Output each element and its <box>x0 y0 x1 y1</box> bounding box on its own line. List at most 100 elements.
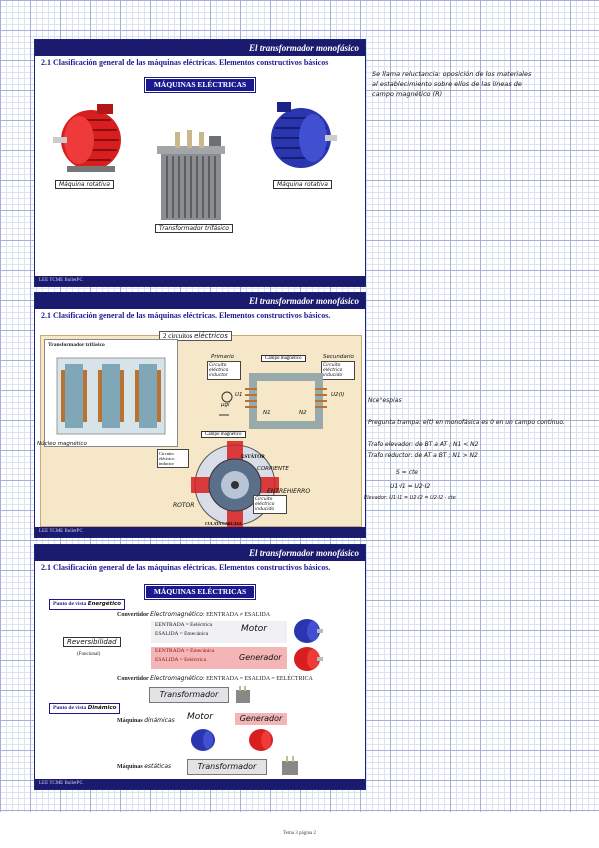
label-maquina-rotativa-right: Máquina rotativa <box>273 180 332 189</box>
punto-dinamico-printed: Punto de vista <box>53 705 87 711</box>
motor-label: Motor <box>241 624 268 634</box>
generador-label: Generador <box>239 653 282 662</box>
circuits-label: 2 circuitos eléctricos <box>159 331 232 341</box>
motor-panel <box>151 621 287 643</box>
punto-de-vista-dinamico: Punto de vista Dinámico <box>49 703 121 714</box>
slide-header: El transformador monofásico <box>35 545 365 561</box>
motor-cross-section <box>191 441 279 529</box>
slide-header: El transformador monofásico <box>35 40 365 56</box>
slide-footer: LEE TCME BulletPC <box>35 527 365 537</box>
red-motor-image <box>53 104 121 172</box>
primario-label: Primario <box>211 354 234 360</box>
trifasico-drawing: Transformador trifásico <box>44 339 178 447</box>
slide-2: El transformador monofásico 2.1 Clasific… <box>34 292 366 538</box>
note-elevador-eq: Elevador: U1·I1 = U2·I2 = U2·I2 · cte <box>364 495 456 501</box>
maquinas-1-printed: Máquinas <box>117 718 143 724</box>
slide-header-title: El transformador monofásico <box>248 548 359 558</box>
convertidor-1-printed: Convertidor <box>117 612 149 618</box>
blue-motor-icon-2 <box>191 729 215 751</box>
single-phase-core-diagram <box>219 373 327 429</box>
generador-label-2: Generador <box>235 713 287 725</box>
gen-eq-salida: ESALIDA = Eeléctrica <box>155 657 207 663</box>
u1-label: U1 <box>235 392 243 398</box>
nucleo-magnetico-note: Núcleo magnético <box>37 441 87 447</box>
maquinas-2-printed: Máquinas <box>117 764 143 770</box>
u2-label: U2(I) <box>331 392 345 398</box>
circuits-printed: 2 circuitos <box>163 332 193 340</box>
slide-footer-text: LEE TCME BulletPC <box>39 781 83 786</box>
blue-motor-image <box>271 102 337 168</box>
transformer-icon <box>236 686 250 703</box>
maquinas-estaticas-line: Máquinas estáticas <box>117 763 171 771</box>
n2-label: N2 <box>299 410 307 416</box>
trafo-drawing-title: Transformador trifásico <box>48 342 105 348</box>
generador-panel <box>151 647 287 669</box>
circuits-handwritten: eléctricos <box>194 332 228 340</box>
slide-1: El transformador monofásico 2.1 Clasific… <box>34 39 366 287</box>
circuito-inducido-box: Circuito eléctrico inducido <box>253 495 287 514</box>
three-phase-transformer-image <box>157 130 225 220</box>
note-trafo-elevador: Trafo elevador: de BT a AT ; N1 < N2 <box>368 441 479 448</box>
maquinas-1-handwritten: dinámicas <box>144 717 175 724</box>
dinamico-handwritten: Dinámico <box>87 705 117 711</box>
convertidor-2-handwritten: Electromagnético <box>150 675 203 682</box>
slide-header-title: El transformador monofásico <box>248 43 359 53</box>
red-motor-icon-2 <box>249 729 273 751</box>
convertidor-line-2: Convertidor Electromagnético: EENTRADA =… <box>117 675 313 683</box>
convertidor-1-handwritten: Electromagnético <box>150 611 203 618</box>
motor-eq-entrada: EENTRADA = Eeléctrica <box>155 622 213 628</box>
convertidor-1-equation: : EENTRADA ≠ ESALIDA <box>202 612 271 618</box>
note-reluctancia-line-1: Se llama reluctancia: oposición de los m… <box>372 70 532 78</box>
rotor-label: ROTOR <box>173 502 195 509</box>
convertidor-line-1: Convertidor Electromagnético: EENTRADA ≠… <box>117 611 270 619</box>
n1-label: N1 <box>263 410 271 416</box>
secundario-label: Secundario <box>323 354 354 360</box>
slide-footer: LEE TCME BulletPC <box>35 779 365 789</box>
convertidor-2-equation: : EENTRADA = ESALIDA = EELÉCTRICA <box>202 676 313 682</box>
funcional-label: (Funcional) <box>77 652 101 657</box>
energetico-handwritten: Energético <box>87 601 122 607</box>
note-reluctancia-line-3: campo magnético (R) <box>372 90 443 98</box>
secundario-box: Circuito eléctrico inducido <box>321 361 355 380</box>
reversibilidad-label: Reversibilidad <box>63 637 121 647</box>
estator-label: ESTÁTOR <box>241 455 265 460</box>
slide-3: El transformador monofásico 2.1 Clasific… <box>34 544 366 790</box>
note-trafo-reductor: Trafo reductor: de AT a BT ; N1 > N2 <box>368 452 478 459</box>
banner-maquinas-electricas: MÁQUINAS ELÉCTRICAS <box>144 584 256 600</box>
slide-footer-text: LEE TCME BulletPC <box>39 278 83 283</box>
trafo-core-coils <box>56 357 166 435</box>
sym-u-label: μgi <box>221 402 230 408</box>
page-caption: Tema 3 página 2 <box>282 831 317 836</box>
slide-title: 2.1 Clasificación general de las máquina… <box>41 563 331 572</box>
transformer-icon-2 <box>282 756 298 775</box>
slide-footer-text: LEE TCME BulletPC <box>39 529 83 534</box>
transformador-box-2: Transformador <box>187 759 267 775</box>
note-espiras: Nce°espias <box>368 397 402 404</box>
note-pregunta-trampa: Pregunta trampa: e(t) en monofásica es 0… <box>368 419 565 426</box>
slide-title: 2.1 Clasificación general de las máquina… <box>41 58 329 67</box>
entrehierro-label: ENTREHIERRO <box>267 488 311 495</box>
culata-label: CULATA CARCASA <box>205 521 242 526</box>
label-transformador-trifasico: Transformador trifásico <box>155 224 233 233</box>
transformador-box: Transformador <box>149 687 229 703</box>
corriente-label: CORRIENTE <box>257 466 289 472</box>
primario-box: Circuito eléctrico inductor <box>207 361 241 380</box>
motor-eq-salida: ESALIDA = Emecánica <box>155 631 209 637</box>
maquinas-2-handwritten: estáticas <box>144 763 172 770</box>
motor-label-2: Motor <box>187 712 214 722</box>
blue-motor-icon <box>294 619 323 643</box>
banner-maquinas-electricas: MÁQUINAS ELÉCTRICAS <box>144 77 256 93</box>
gen-eq-entrada: EENTRADA = Emecánica <box>155 648 215 654</box>
punto-de-vista-energetico: Punto de vista Energético <box>49 599 126 610</box>
note-s-cte: S = cte <box>396 469 418 476</box>
slide-footer: LEE TCME BulletPC <box>35 276 365 286</box>
slide-header-title: El transformador monofásico <box>248 296 359 306</box>
slide-header: El transformador monofásico <box>35 293 365 309</box>
note-u1i1-u2i2: U1·I1 = U2·I2 <box>390 483 431 490</box>
slide-title: 2.1 Clasificación general de las máquina… <box>41 311 331 320</box>
campo-magnetico-label: Campo magnético <box>261 355 306 362</box>
circuito-inductor-box: Circuito eléctrico inductor <box>157 449 189 468</box>
convertidor-2-printed: Convertidor <box>117 676 149 682</box>
note-reluctancia-line-2: al establecimiento sobre ellos de las lí… <box>372 80 522 88</box>
campo-magnetico-label-2: Campo magnético <box>201 431 246 438</box>
